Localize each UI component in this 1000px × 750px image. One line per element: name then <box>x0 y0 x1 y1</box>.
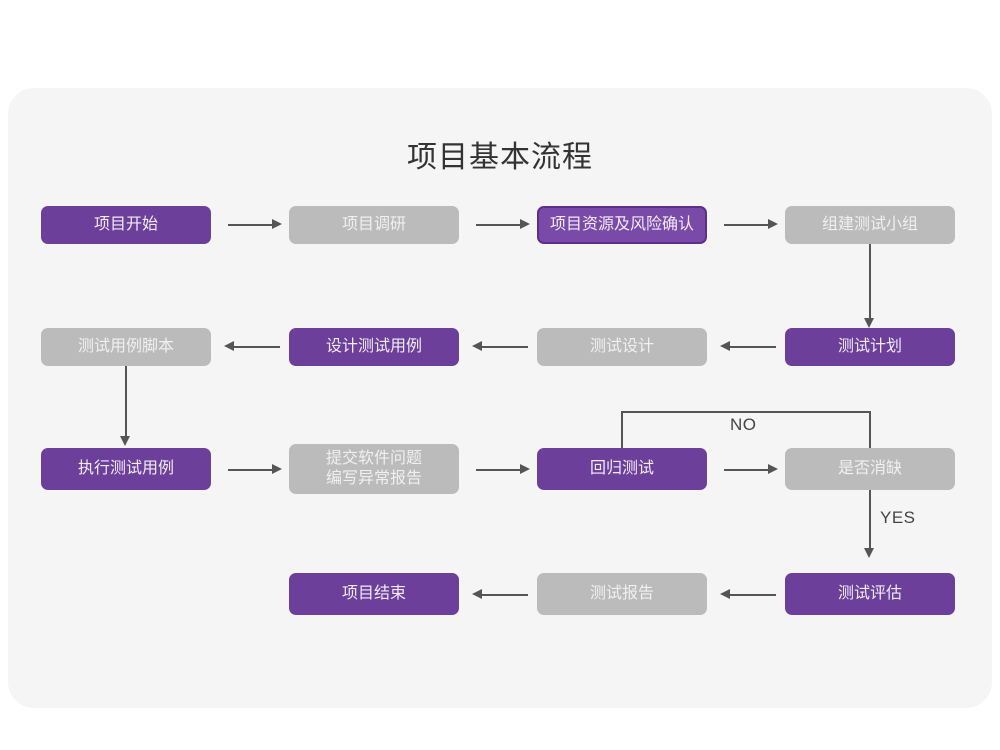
edge-line-no-loop-left-vertical <box>621 411 623 455</box>
edge-line-evaluation-to-report <box>730 594 776 596</box>
edge-arrow-report-to-end <box>472 589 482 599</box>
node-testcase-script[interactable]: 测试用例脚本 <box>41 328 211 366</box>
node-execute-testcase[interactable]: 执行测试用例 <box>41 448 211 490</box>
node-form-test-team[interactable]: 组建测试小组 <box>785 206 955 244</box>
node-project-research[interactable]: 项目调研 <box>289 206 459 244</box>
edge-arrow-resource-to-team <box>768 219 778 229</box>
edge-arrow-team-to-testplan <box>864 318 874 328</box>
edge-arrow-research-to-resource <box>520 219 530 229</box>
edge-line-submit-to-regression <box>476 469 522 471</box>
edge-line-design-to-script <box>234 346 280 348</box>
edge-arrow-design-to-script <box>224 341 234 351</box>
node-regression-test[interactable]: 回归测试 <box>537 448 707 490</box>
edge-line-script-to-execute <box>125 366 127 440</box>
edge-line-start-to-research <box>228 224 274 226</box>
edge-label-no: NO <box>730 415 757 434</box>
edge-label-yes: YES <box>880 508 916 527</box>
edge-arrow-execute-to-submit <box>272 464 282 474</box>
node-resource-risk-confirm[interactable]: 项目资源及风险确认 <box>537 206 707 244</box>
edge-arrow-evaluation-to-report <box>720 589 730 599</box>
edge-line-no-loop-horizontal <box>622 411 870 413</box>
node-design-testcase[interactable]: 设计测试用例 <box>289 328 459 366</box>
edge-arrow-testplan-to-testdesign <box>720 341 730 351</box>
edge-line-team-to-testplan <box>869 244 871 322</box>
node-test-evaluation[interactable]: 测试评估 <box>785 573 955 615</box>
edge-arrow-testdesign-to-design <box>472 341 482 351</box>
node-submit-issue-report[interactable]: 提交软件问题 编写异常报告 <box>289 444 459 494</box>
edge-line-execute-to-submit <box>228 469 274 471</box>
node-project-start[interactable]: 项目开始 <box>41 206 211 244</box>
node-test-report[interactable]: 测试报告 <box>537 573 707 615</box>
page-title: 项目基本流程 <box>407 141 593 174</box>
edge-line-testplan-to-testdesign <box>730 346 776 348</box>
edge-arrow-regression-to-defect <box>768 464 778 474</box>
edge-arrow-start-to-research <box>272 219 282 229</box>
node-project-end[interactable]: 项目结束 <box>289 573 459 615</box>
node-test-design[interactable]: 测试设计 <box>537 328 707 366</box>
node-test-plan[interactable]: 测试计划 <box>785 328 955 366</box>
node-is-defect-cleared[interactable]: 是否消缺 <box>785 448 955 490</box>
edge-line-regression-to-defect <box>724 469 770 471</box>
edge-line-resource-to-team <box>724 224 770 226</box>
flowchart-card: 项目基本流程 项目开始 项目调研 项目资源及风险确认 组建测试小组 测试用例脚本… <box>8 88 992 708</box>
edge-line-research-to-resource <box>476 224 522 226</box>
edge-line-no-loop-right-vertical <box>869 411 871 451</box>
edge-arrow-yes <box>864 548 874 558</box>
edge-line-yes <box>869 490 871 552</box>
edge-arrow-script-to-execute <box>120 436 130 446</box>
edge-line-testdesign-to-design <box>482 346 528 348</box>
edge-line-report-to-end <box>482 594 528 596</box>
edge-arrow-submit-to-regression <box>520 464 530 474</box>
